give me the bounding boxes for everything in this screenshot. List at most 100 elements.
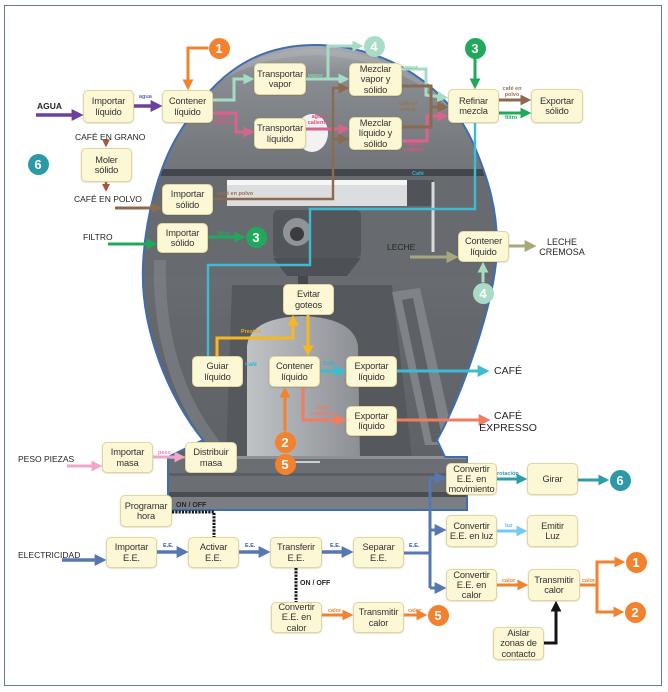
base-shadow — [160, 492, 480, 497]
function-label: Aislar zonas de contacto — [500, 628, 537, 659]
function-guiar-liquido: Guiar líquido — [192, 356, 243, 387]
function-label: Separar E.E. — [362, 542, 395, 563]
flow-label-peso: peso — [158, 450, 171, 456]
function-label: Contener líquido — [275, 361, 314, 382]
connector-5: 5 — [427, 604, 449, 626]
function-label: Importar E.E. — [114, 542, 149, 563]
function-label: Importar sólido — [165, 227, 200, 248]
input-label-peso-piezas: PESO PIEZAS — [18, 453, 75, 464]
drip-tray-line — [160, 473, 480, 476]
signal-label-on-off: ON / OFF — [300, 580, 331, 587]
function-label: Contener líquido — [168, 96, 207, 117]
flow-label-calor: calor — [328, 608, 342, 614]
line-ee-bus — [404, 478, 432, 588]
flow-label-cafe: Café — [245, 361, 257, 368]
function-convertir-ee-calor: Convertir E.E. en calor — [446, 569, 497, 601]
line-cafe-to-guiar — [206, 123, 477, 356]
output-label-cafe-expresso: CAFÉ EXPRESSO — [479, 410, 537, 434]
flow-label-cafe-en-polvo: café en polvo — [502, 86, 522, 98]
function-label: Convertir E.E. en calor — [278, 602, 315, 633]
function-label: Programar hora — [124, 500, 168, 521]
output-label-leche-cremosa: LECHE CREMOSA — [539, 237, 585, 257]
flow-label-luz: luz — [505, 522, 513, 529]
line-cafe-en-polvo-merge — [402, 107, 433, 129]
function-label: Activar E.E. — [199, 542, 228, 563]
input-label-electricidad: ELECTRICIDAD — [18, 549, 81, 560]
input-label-leche: LECHE — [387, 241, 416, 252]
function-label: Convertir E.E. en movimiento — [448, 463, 495, 495]
function-importar-liquido: Importar líquido — [83, 90, 134, 123]
function-importar-masa: Importar masa — [102, 442, 153, 473]
connector-4: 4 — [472, 282, 494, 304]
arrow-calor-to-connector-2 — [595, 584, 625, 618]
flow-label-filtro: filtro — [505, 114, 518, 121]
function-convertir-ee-calor-secundario: Convertir E.E. en calor — [271, 602, 322, 633]
function-transportar-liquido: Transportar líquido — [254, 118, 306, 149]
flow-label-agua-caliente: agua caliente — [307, 114, 329, 126]
flow-label-cafe-en-polvo: café en polvo — [218, 190, 254, 197]
function-refinar-mezcla: Refinar mezcla — [448, 89, 499, 123]
function-label: Exportar sólido — [540, 95, 574, 116]
machine-outline — [141, 43, 499, 511]
function-exportar-solido: Exportar sólido — [531, 89, 583, 123]
arrow-connector-1-to-contener — [182, 46, 209, 91]
connector-2: 2 — [624, 601, 646, 623]
function-label: Transportar vapor — [256, 68, 304, 89]
function-label: Convertir E.E. en calor — [453, 569, 490, 601]
function-girar: Girar — [527, 463, 578, 495]
input-label-agua: AGUA — [37, 101, 63, 111]
input-label-cafe-en-grano: CAFÉ EN GRANO — [75, 131, 146, 142]
flow-label-cafe-en-polvo: café en polvo — [398, 101, 418, 113]
flow-label-cafe-cremoso: Café cremoso — [310, 405, 334, 417]
arrow-calor-to-connector-1 — [580, 556, 626, 587]
function-contener-liquido-agua: Contener líquido — [162, 90, 213, 123]
arrow-cafe-en-polvo-to-mezclar-vapor — [213, 82, 350, 201]
connector-4: 4 — [363, 35, 385, 57]
function-transferir-ee: Transferir E.E. — [270, 537, 322, 568]
flow-label-rotacion: rotación — [497, 470, 519, 477]
function-evitar-goteos: Evitar goteos — [283, 284, 334, 315]
connector-3: 3 — [464, 37, 486, 59]
flow-label-ee: E.E. — [330, 543, 341, 549]
flow-label-agua: agua — [139, 94, 152, 100]
display-side-panel — [407, 180, 433, 206]
connector-6: 6 — [27, 153, 49, 175]
function-label: Transferir E.E. — [277, 542, 315, 563]
display-highlight — [227, 180, 407, 185]
connector-3: 3 — [245, 226, 267, 248]
input-label-filtro: FILTRO — [83, 231, 113, 242]
flow-label-cafe: Café — [323, 360, 335, 367]
connector-1: 1 — [208, 37, 230, 59]
function-label: Exportar líquido — [354, 410, 389, 431]
function-moler-solido: Moler sólido — [81, 148, 132, 182]
flow-label-calor: calor — [582, 577, 596, 584]
flow-label-ee: E.E. — [163, 543, 174, 549]
arrow-cafe-cremoso-to-exportar — [301, 387, 347, 426]
signal-label-on-off: ON / OFF — [176, 502, 207, 509]
function-label: Importar sólido — [170, 189, 205, 210]
function-importar-solido-filtro: Importar sólido — [157, 223, 208, 253]
function-label: Importar masa — [110, 447, 145, 468]
function-label: Contener líquido — [464, 236, 503, 257]
control-line-programar-to-activar — [172, 510, 216, 537]
side-highlight — [153, 259, 220, 449]
flow-label-agua-caliente: agua caliente — [212, 114, 234, 126]
arrow-agua-caliente-to-transportar — [213, 111, 255, 138]
function-label: Transmitir calor — [358, 607, 399, 628]
arrow-presion-to-evitar-goteos — [215, 314, 299, 356]
function-convertir-ee-movimiento: Convertir E.E. en movimiento — [446, 463, 497, 495]
flow-label-vapor: vapor — [403, 64, 418, 71]
function-distribuir-masa: Distribuir masa — [185, 442, 237, 473]
function-convertir-ee-luz: Convertir E.E. en luz — [446, 515, 497, 547]
function-label: Mezclar vapor y sólido — [359, 64, 392, 95]
base-foot — [160, 497, 480, 510]
flow-label-agua-caliente: agua caliente — [403, 141, 425, 153]
function-transmitir-calor: Transmitir calor — [528, 569, 580, 601]
input-label-cafe-en-polvo: CAFÉ EN POLVO — [74, 193, 142, 204]
flow-label-calor: calor — [502, 577, 516, 584]
flow-label-filtro: filtro — [218, 231, 231, 237]
flow-label-ee: E.E. — [245, 543, 256, 549]
connector-2: 2 — [274, 431, 296, 453]
